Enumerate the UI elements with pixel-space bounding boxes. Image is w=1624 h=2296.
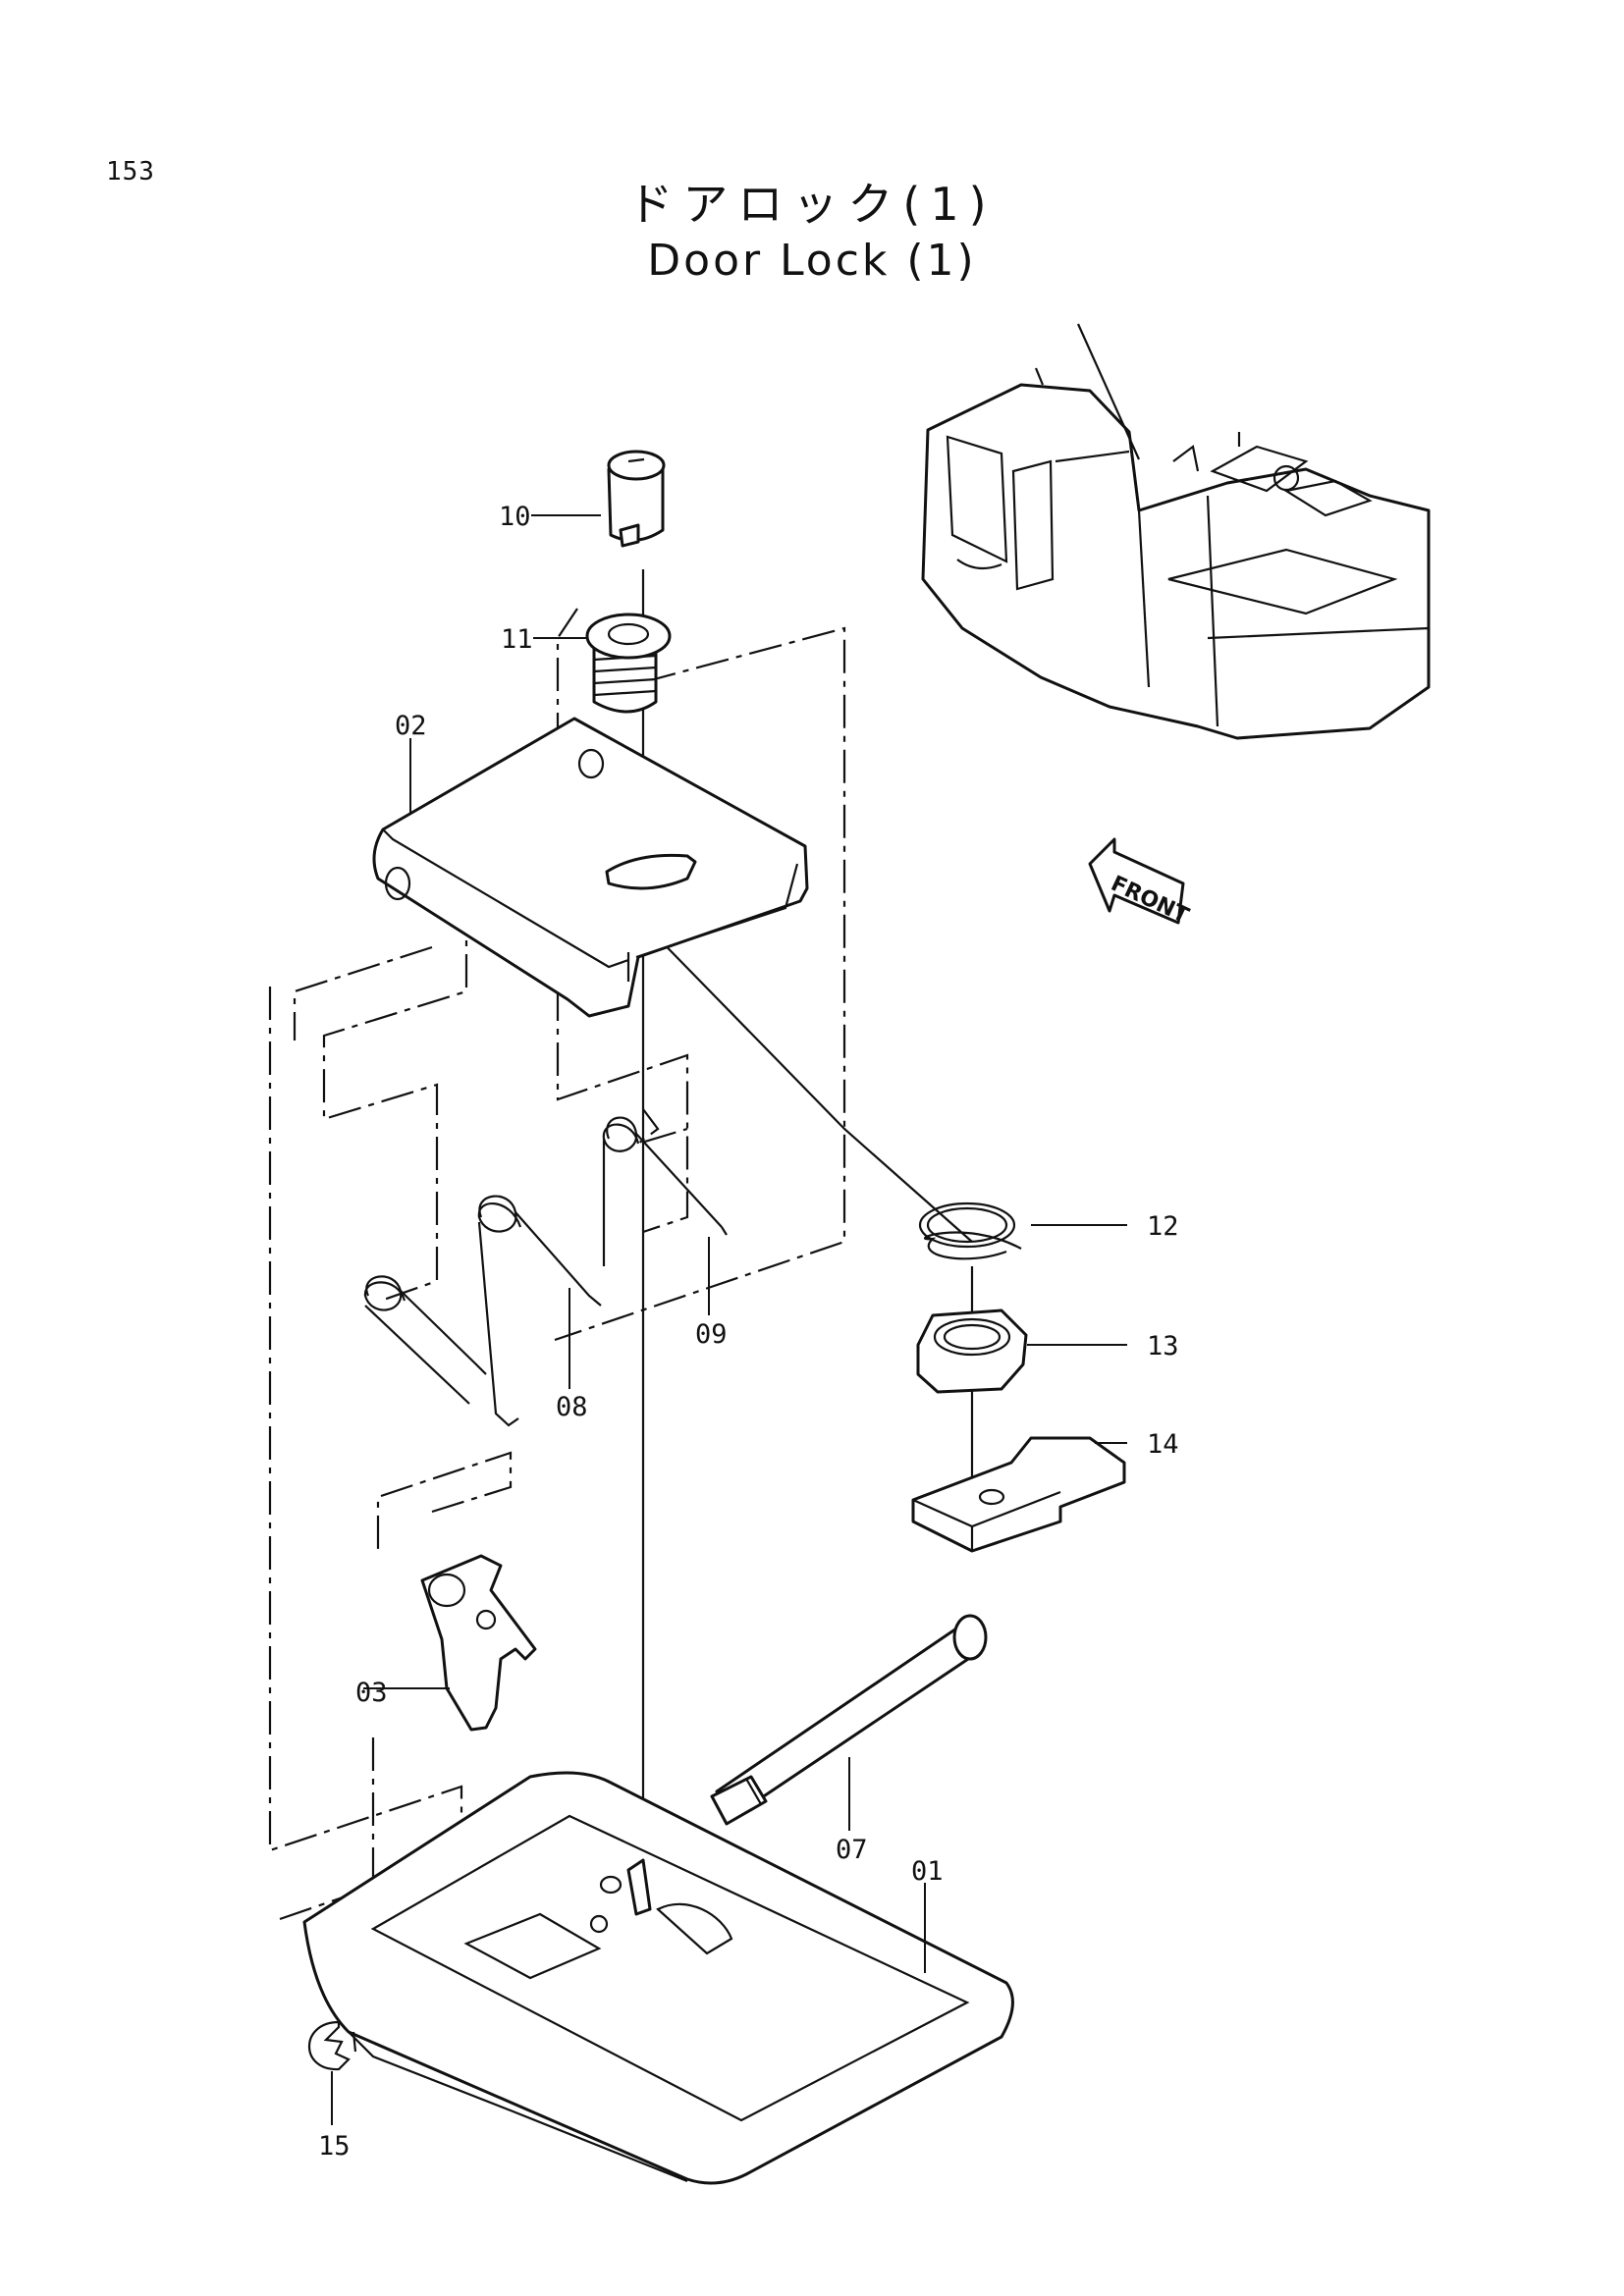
part-03-latch: [420, 1554, 537, 1732]
part-07-pin: [710, 1614, 988, 1826]
title-japanese: ドアロック(1): [627, 178, 997, 231]
part-15-e-ring: [307, 2020, 351, 2071]
callout-12: 12: [1147, 1211, 1179, 1242]
callout-14: 14: [1147, 1429, 1179, 1460]
callout-02: 02: [395, 711, 427, 741]
part-02-bracket: [372, 717, 809, 1018]
callout-08: 08: [556, 1392, 588, 1422]
callout-15: 15: [318, 2131, 351, 2162]
excavator-overview-illustration: [921, 323, 1431, 740]
title-english: Door Lock (1): [647, 236, 977, 286]
callout-03: 03: [355, 1678, 388, 1708]
part-10-key-cylinder: [607, 450, 666, 548]
callout-07: 07: [836, 1835, 868, 1865]
callout-01: 01: [911, 1856, 944, 1887]
callout-09: 09: [695, 1319, 728, 1350]
callout-10: 10: [499, 502, 531, 532]
title-block: ドアロック(1) Door Lock (1): [0, 175, 1624, 289]
callout-11: 11: [501, 624, 533, 655]
page-number: 153: [106, 157, 155, 187]
part-08-spring: [477, 1195, 602, 1427]
part-01-base-plate: [302, 1771, 1014, 2185]
callout-labels: 10 11 02 03 07 01 12 13 14 08 09 15: [318, 502, 1179, 2162]
leader-lines: [331, 514, 1127, 2125]
part-11-bushing: [585, 613, 672, 714]
part-12-snap-ring: [918, 1201, 1022, 1260]
part-13-hex-nut: [916, 1308, 1028, 1394]
callout-13: 13: [1147, 1331, 1179, 1362]
part-14-plate: [911, 1436, 1126, 1553]
part-09-spring: [602, 1116, 728, 1266]
front-direction-arrow: FRONT: [1088, 837, 1192, 929]
part-extra-spring: [363, 1275, 487, 1405]
